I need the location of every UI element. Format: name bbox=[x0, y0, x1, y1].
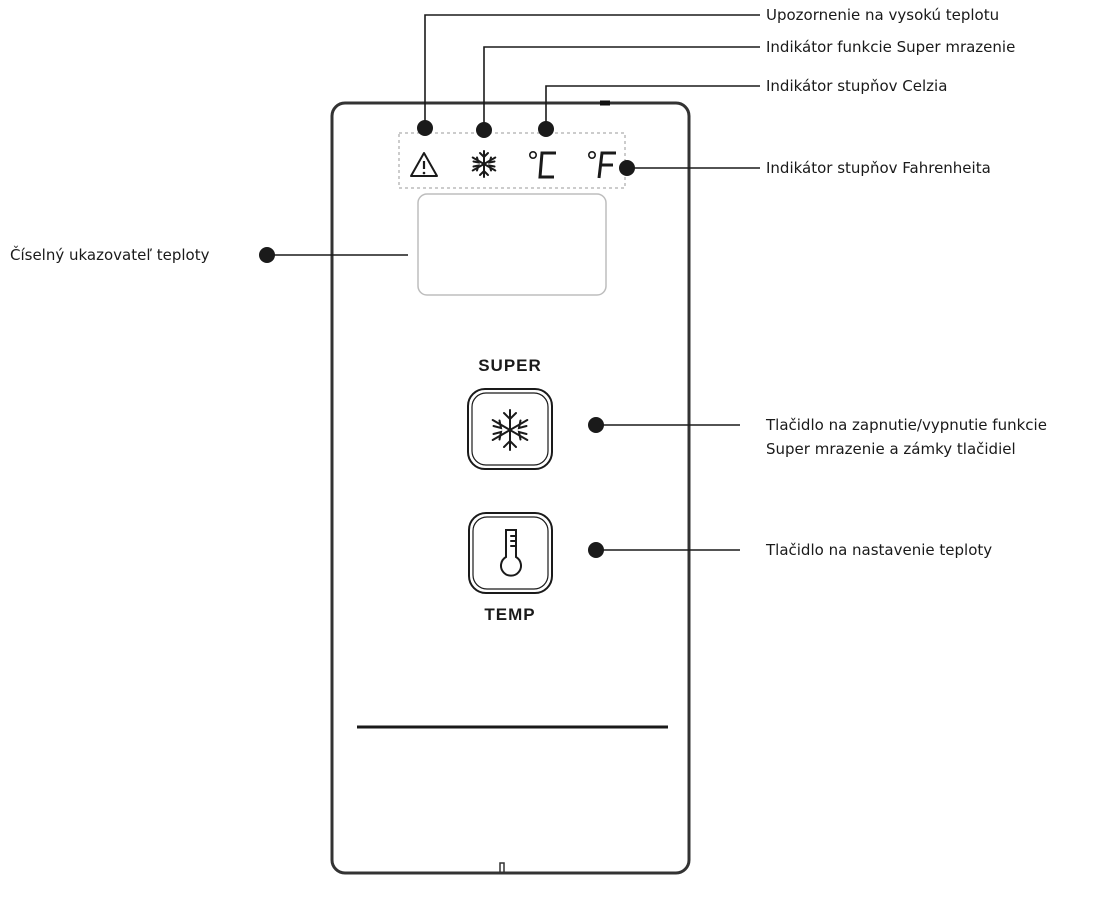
label-celsius-indicator: Indikátor stupňov Celzia bbox=[766, 77, 948, 95]
snowflake-indicator-icon bbox=[471, 150, 497, 178]
leader-super-button bbox=[588, 417, 740, 433]
celsius-indicator-icon bbox=[528, 151, 556, 179]
control-panel-frame bbox=[330, 101, 691, 875]
temp-button-caption: TEMP bbox=[484, 605, 536, 624]
leader-super-freeze-indicator bbox=[476, 46, 760, 138]
super-freeze-button-inner bbox=[471, 392, 549, 466]
numeric-temperature-display bbox=[417, 193, 607, 296]
label-temp-button: Tlačidlo na nastavenie teploty bbox=[766, 541, 993, 559]
leader-numeric-display bbox=[259, 247, 408, 263]
leader-high-temp-warning bbox=[417, 14, 760, 136]
label-super-button-line2: Super mrazenie a zámky tlačidiel bbox=[766, 440, 1016, 458]
leader-temp-button bbox=[588, 542, 740, 558]
panel-bottom-notch bbox=[499, 862, 505, 873]
label-fahrenheit-indicator: Indikátor stupňov Fahrenheita bbox=[766, 159, 991, 177]
leader-fahrenheit-indicator bbox=[619, 160, 760, 176]
warning-triangle-icon bbox=[410, 152, 438, 177]
temperature-button-inner bbox=[472, 516, 549, 590]
snowflake-icon bbox=[491, 409, 529, 451]
super-button-caption: SUPER bbox=[478, 356, 542, 375]
label-super-button-line1: Tlačidlo na zapnutie/vypnutie funkcie bbox=[766, 416, 1047, 434]
temperature-button[interactable] bbox=[468, 512, 553, 594]
label-numeric-display: Číselný ukazovateľ teploty bbox=[10, 246, 210, 264]
fahrenheit-indicator-icon bbox=[587, 151, 616, 179]
label-super-freeze-indicator: Indikátor funkcie Super mrazenie bbox=[766, 38, 1016, 56]
super-freeze-button[interactable] bbox=[467, 388, 553, 470]
thermometer-icon bbox=[500, 529, 522, 577]
label-high-temp-warning: Upozornenie na vysokú teplotu bbox=[766, 6, 1000, 24]
indicator-row-frame bbox=[398, 132, 626, 189]
leader-celsius-indicator bbox=[538, 85, 760, 137]
